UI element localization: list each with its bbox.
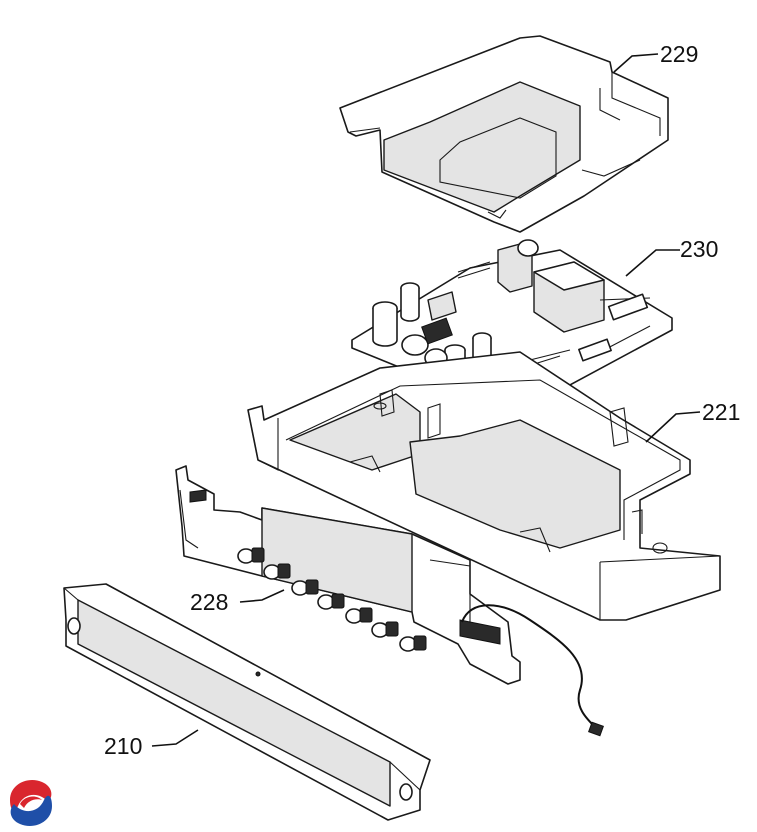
callout-230: 230 [625, 236, 718, 277]
svg-text:221: 221 [702, 399, 740, 425]
callout-221: 221 [645, 399, 740, 443]
wire-harness [461, 604, 599, 731]
control-knob-7 [399, 635, 427, 652]
svg-text:210: 210 [104, 733, 142, 759]
control-knob-6 [371, 621, 399, 638]
svg-text:230: 230 [680, 236, 718, 262]
callout-229: 229 [613, 41, 698, 73]
svg-text:228: 228 [190, 589, 228, 615]
brand-swirl-logo [6, 778, 54, 826]
knob-row [237, 547, 427, 652]
callout-210: 210 [104, 729, 199, 759]
control-knob-5 [345, 607, 373, 624]
control-knob-1 [237, 547, 265, 564]
part-210-front-panel [63, 583, 431, 821]
svg-text:229: 229 [660, 41, 698, 67]
control-knob-2 [263, 563, 291, 580]
part-221-chassis-tray [247, 351, 721, 621]
control-knob-4 [317, 593, 345, 610]
control-knob-3 [291, 579, 319, 596]
callout-228: 228 [190, 589, 285, 615]
part-228-control-board [175, 465, 604, 737]
part-229-top-cover [339, 35, 669, 233]
